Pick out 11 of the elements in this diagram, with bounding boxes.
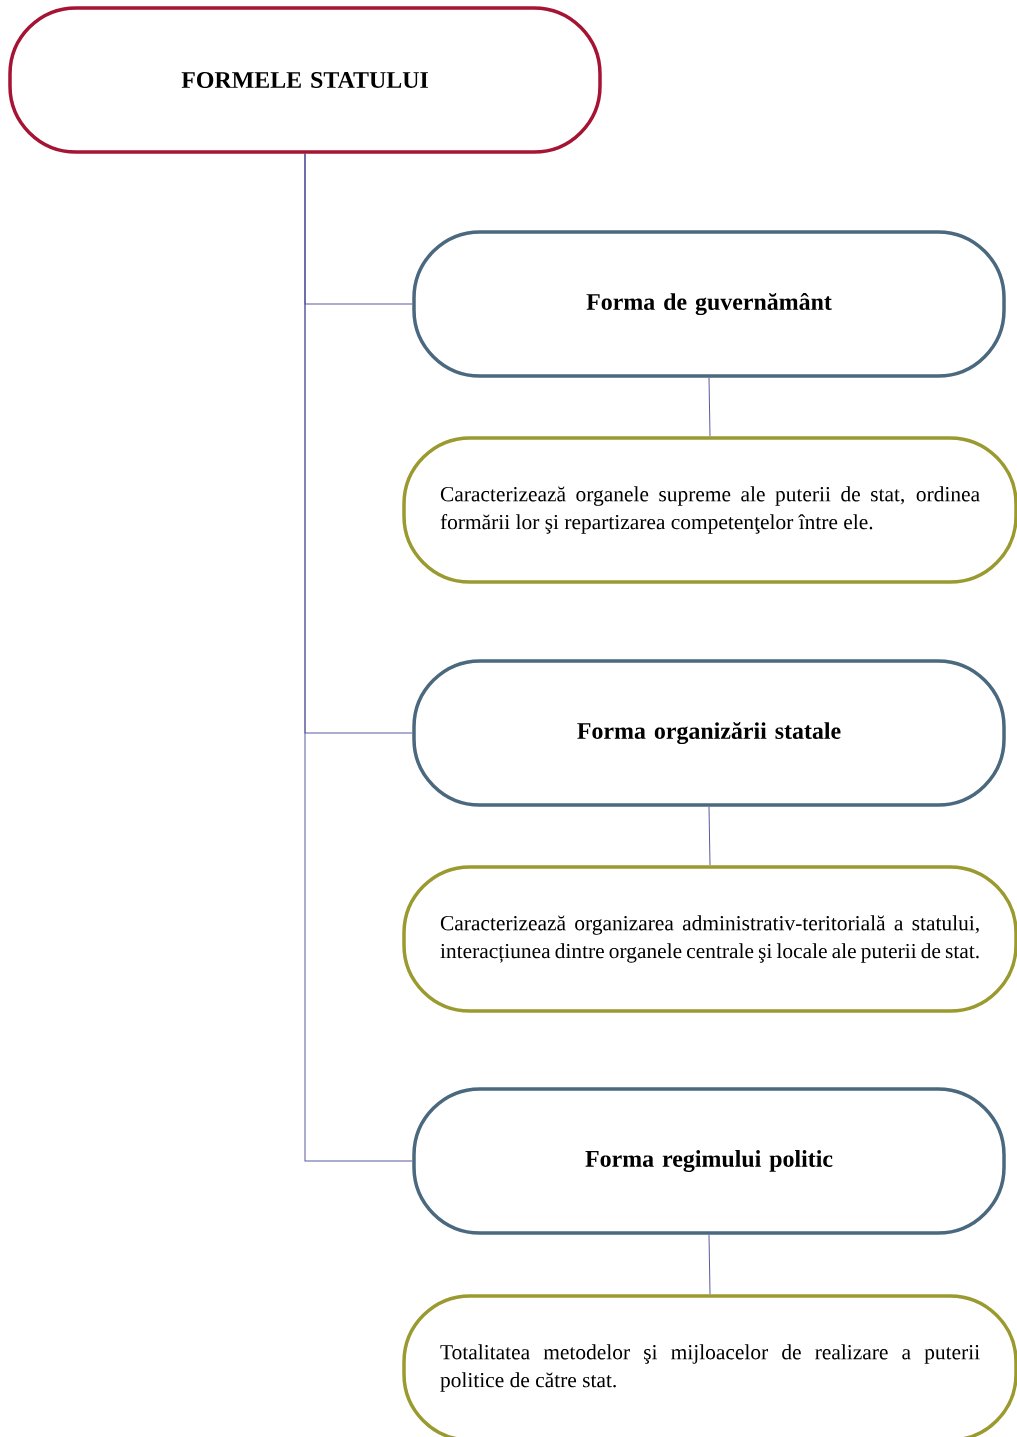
category-box: Forma regimului politic bbox=[412, 1087, 1006, 1235]
description-box: Caracterizează organele supreme ale puterii de stat, ordinea formării lor şi repartizarea competenţelor între ele. bbox=[402, 436, 1017, 584]
connector-line bbox=[304, 153, 413, 1162]
description-box: Totalitatea metodelor şi mijloacelor de realizare a puterii politice de către stat. bbox=[402, 1294, 1017, 1437]
title-box: FORMELE STATULUI bbox=[8, 6, 602, 154]
connector-line bbox=[708, 806, 711, 866]
connector-line bbox=[708, 377, 711, 437]
connector-line bbox=[708, 1234, 711, 1295]
category-box: Forma organizării statale bbox=[412, 659, 1006, 807]
category-box: Forma de guvernământ bbox=[412, 230, 1006, 378]
description-box: Caracterizează organizarea administrativ-teritorială a statului, interacțiunea dintre organele centrale şi locale ale puterii de stat. bbox=[402, 865, 1017, 1013]
